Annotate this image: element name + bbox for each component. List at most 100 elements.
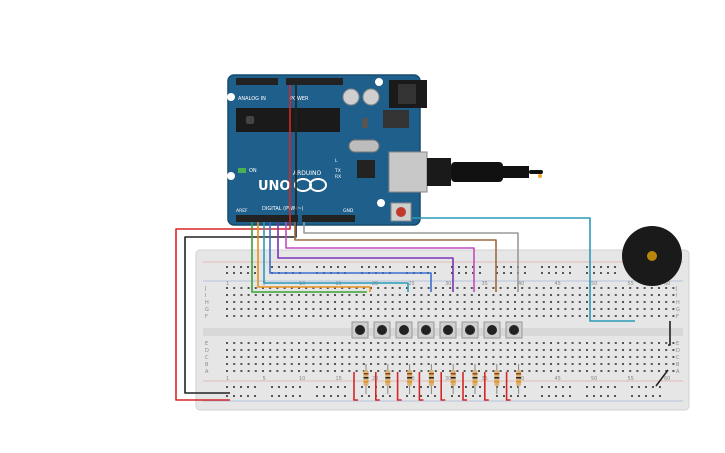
- wire-resistor-5v[interactable]: [440, 372, 446, 401]
- column-number: 1: [226, 376, 229, 382]
- usb-cable[interactable]: [427, 158, 543, 186]
- row-letter: H: [205, 300, 209, 306]
- mount-hole: [375, 78, 383, 86]
- pushbutton[interactable]: [505, 321, 523, 339]
- pushbutton[interactable]: [373, 321, 391, 339]
- row-letter: H: [676, 300, 680, 306]
- l-label: L: [335, 158, 338, 164]
- row-letter: B: [676, 362, 680, 368]
- column-number: 60: [664, 281, 670, 287]
- usb-port: [388, 151, 428, 193]
- row-letter: A: [676, 369, 680, 375]
- wire-gnd: [184, 85, 297, 394]
- wire-resistor-5v[interactable]: [505, 372, 511, 401]
- on-led: [238, 168, 246, 173]
- column-number: 50: [591, 376, 597, 382]
- digital-header-low: [236, 215, 298, 222]
- row-letter: D: [676, 348, 680, 354]
- wire-d6: [277, 222, 454, 292]
- column-number: 10: [299, 281, 305, 287]
- gnd-label: GND: [343, 208, 354, 214]
- resistor: [407, 364, 413, 394]
- usb-chip: [357, 160, 375, 178]
- column-number: 25: [409, 281, 415, 287]
- wire-resistor-5v[interactable]: [418, 372, 424, 401]
- wire-5v: [175, 85, 291, 401]
- on-label: ON: [249, 168, 257, 174]
- wire-d7: [285, 222, 475, 292]
- analog-label: ANALOG IN: [238, 96, 266, 102]
- column-number: 5: [263, 376, 266, 382]
- row-letter: F: [205, 314, 208, 320]
- resistor: [472, 364, 478, 394]
- pushbutton[interactable]: [395, 321, 413, 339]
- pushbutton[interactable]: [461, 321, 479, 339]
- column-number: 55: [628, 376, 634, 382]
- row-letter: E: [676, 341, 679, 347]
- column-number: 40: [518, 281, 524, 287]
- wire-d4: [263, 222, 409, 292]
- row-letter: E: [205, 341, 208, 347]
- wire-buzzer-gnd: [668, 321, 671, 346]
- pushbutton[interactable]: [483, 321, 501, 339]
- column-number: 20: [372, 281, 378, 287]
- wire-d8: [294, 222, 497, 292]
- wire-rail-jumper: [655, 369, 669, 387]
- arduino-uno-board[interactable]: UNO ARDUINO ON POWER ANALOG IN DIGITAL (…: [227, 74, 428, 226]
- tx-label: TX: [334, 168, 341, 174]
- mount-hole: [227, 93, 235, 101]
- wires[interactable]: [175, 85, 671, 401]
- resistor: [516, 364, 522, 394]
- row-letter: B: [205, 362, 209, 368]
- row-letter: J: [675, 286, 677, 292]
- pushbutton[interactable]: [351, 321, 369, 339]
- column-number: 55: [628, 281, 634, 287]
- wire-resistor-5v[interactable]: [462, 372, 467, 401]
- wire-d9: [303, 222, 519, 292]
- resistor: [428, 364, 434, 394]
- column-number: 1: [226, 281, 229, 287]
- wire-d2: [251, 222, 367, 293]
- row-letter: J: [204, 286, 206, 292]
- resistor: [494, 364, 500, 394]
- wire-buzzer: [412, 217, 635, 322]
- pushbutton[interactable]: [417, 321, 435, 339]
- capacitor: [342, 88, 360, 106]
- column-number: 50: [591, 281, 597, 287]
- wire-resistor-5v[interactable]: [483, 372, 489, 401]
- row-letter: C: [676, 355, 680, 361]
- wire-resistor-5v[interactable]: [374, 372, 380, 401]
- row-letter: I: [205, 293, 206, 299]
- column-number: 45: [555, 281, 561, 287]
- column-number: 40: [518, 376, 524, 382]
- column-number: 10: [299, 376, 305, 382]
- column-number: 15: [336, 281, 342, 287]
- capacitor: [362, 88, 380, 106]
- wire-resistor-5v[interactable]: [353, 372, 358, 401]
- resistors: [363, 364, 522, 394]
- piezo-buzzer[interactable]: [622, 226, 682, 286]
- wire-d5: [269, 222, 432, 292]
- aref-label: AREF: [236, 208, 248, 214]
- rx-label: RX: [335, 174, 341, 180]
- pushbutton[interactable]: [439, 321, 457, 339]
- power-header: [286, 78, 343, 85]
- row-letter: D: [205, 348, 209, 354]
- column-number: 30: [445, 281, 451, 287]
- board-brand: ARDUINO: [293, 170, 322, 177]
- resistor: [363, 364, 369, 394]
- arduino-logo: [294, 178, 327, 192]
- wire-d3: [257, 222, 371, 292]
- column-number: 30: [445, 376, 451, 382]
- pushbuttons[interactable]: [351, 321, 523, 339]
- resistor: [385, 364, 391, 394]
- column-number: 45: [555, 376, 561, 382]
- row-letter: C: [205, 355, 209, 361]
- analog-header: [236, 78, 278, 85]
- column-number: 5: [263, 281, 266, 287]
- power-label: POWER: [290, 96, 309, 102]
- wire-resistor-5v[interactable]: [396, 372, 402, 401]
- row-letter: F: [676, 314, 679, 320]
- mount-hole: [377, 199, 385, 207]
